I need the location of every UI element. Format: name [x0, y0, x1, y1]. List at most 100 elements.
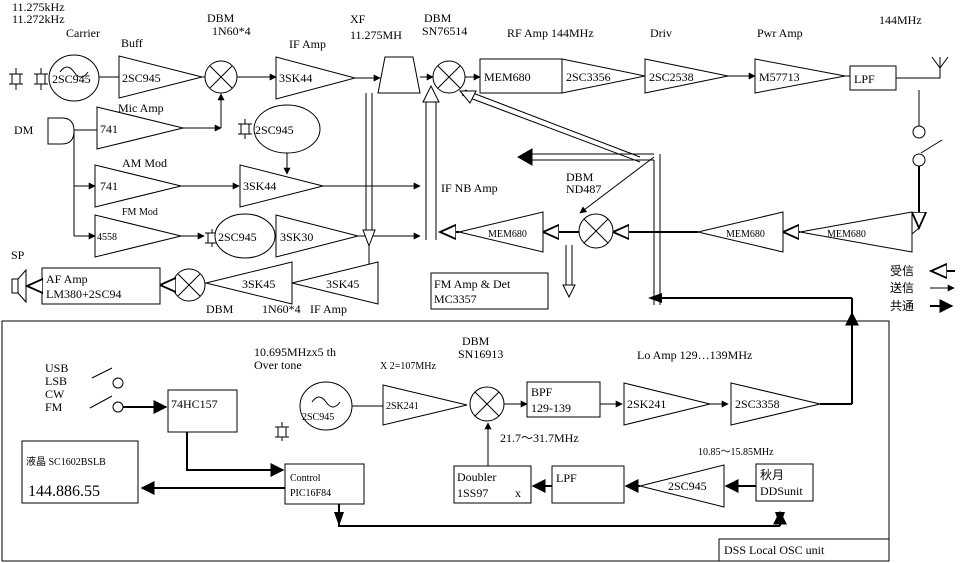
fm-amp-det-line2: MC3357	[434, 292, 477, 306]
legend-rx-label: 受信	[890, 264, 914, 278]
rx-3sk45-b	[291, 261, 379, 305]
antenna-icon	[931, 56, 949, 69]
lo-2sc3358-part: 2SC3358	[735, 397, 780, 411]
fm-3sk30-part: 3SK30	[280, 230, 313, 244]
power-amp-part: M57713	[759, 70, 800, 84]
crystal-icon	[34, 68, 48, 90]
range-1085-label: 10.85〜15.85MHz	[698, 447, 774, 458]
doubler	[453, 465, 532, 504]
af-amp	[41, 267, 161, 305]
lo-2sc3358	[730, 382, 821, 426]
mode-usb: USB	[45, 361, 68, 375]
dbm-sn76514-sub: SN76514	[422, 24, 467, 38]
dss-unit-label: DSS Local OSC unit	[724, 543, 825, 557]
dbm-sn16913-label: DBM	[462, 334, 490, 348]
mode-switch	[89, 367, 124, 413]
fm-osc-part: 2SC945	[218, 230, 257, 244]
dbm-bottom-mixer	[172, 268, 206, 302]
if-amp-top-label: IF Amp	[289, 37, 326, 51]
doubler-line1: Doubler	[457, 470, 496, 484]
xf-label: XF	[350, 12, 366, 26]
freq-label-2: 11.272kHz	[12, 12, 65, 26]
tr-switch	[912, 125, 943, 167]
dds-unit-line1: 秋月	[760, 468, 784, 482]
controller-pic	[284, 463, 365, 505]
dss-unit-label-box	[718, 538, 890, 562]
lpf-dss	[551, 465, 625, 504]
mem680-rx-if-part: MEM680	[488, 229, 527, 240]
am-mod	[239, 164, 324, 208]
xf-sub: 11.275MH	[350, 28, 402, 42]
lpf-out-label: LPF	[854, 72, 875, 86]
doubler-x: x	[515, 486, 521, 500]
dss-unit-frame	[1, 320, 890, 562]
crystal-icon	[238, 119, 252, 139]
dbm-sn16913-sub: SN16913	[458, 347, 503, 361]
speaker-icon	[11, 268, 27, 304]
if-nb-amp-label: IF NB Amp	[441, 181, 498, 195]
rx-3sk45-b-part: 3SK45	[326, 277, 359, 291]
carrier-oscillator	[48, 54, 100, 102]
fm-4558-part: 4558	[97, 232, 117, 243]
dm-label: DM	[14, 123, 34, 137]
range-217-label: 21.7〜31.7MHz	[500, 431, 579, 445]
mem680-rx2-part: MEM680	[827, 229, 866, 240]
dbm-sn76514-mixer	[432, 60, 466, 94]
dbm-sn16913-mixer	[469, 386, 505, 422]
mic-osc-part: 2SC945	[255, 123, 294, 137]
rf-amp-part: 2SC3356	[566, 70, 611, 84]
lpf-dss-label: LPF	[556, 471, 577, 485]
fm-4558	[94, 214, 182, 258]
rf-amp	[561, 58, 646, 94]
dbm-top-sub: 1N60*4	[212, 24, 251, 38]
microphone-icon	[47, 117, 75, 145]
legend-tx-label: 送信	[890, 280, 914, 295]
driver-amp-part: 2SC2538	[649, 70, 694, 84]
crystal-icon	[9, 68, 23, 90]
driv-label: Driv	[650, 26, 672, 40]
dbm-sn76514-label: DBM	[424, 11, 452, 25]
lcd-title: 液晶 SC1602BSLB	[26, 455, 106, 468]
lo-amp-label: Lo Amp 129…139MHz	[637, 348, 752, 362]
rx-3sk45-a-part: 3SK45	[242, 277, 275, 291]
carrier-osc-part: 2SC945	[52, 72, 91, 86]
lcd-frequency: 144.886.55	[28, 483, 100, 500]
if-amp-top-part: 3SK44	[279, 71, 312, 85]
dds-unit-line2: DDSunit	[760, 484, 803, 498]
af-amp-line1: AF Amp	[46, 272, 88, 286]
osc-label-1: 10.695MHzx5 th	[254, 345, 336, 359]
band-label: 144MHz	[879, 13, 922, 27]
dss-2sc945-part: 2SC945	[668, 479, 707, 493]
sine-wave-icon	[59, 66, 89, 78]
am-mod-part: 3SK44	[243, 179, 276, 193]
bpf-dss-line1: BPF	[531, 385, 553, 399]
doubler-line2: 1SS97	[457, 486, 488, 500]
osc-2sk241-part: 2SK241	[386, 401, 419, 412]
mem680-rx1	[697, 211, 784, 253]
mux-74hc157-label: 74HC157	[171, 397, 218, 411]
mic-amp	[96, 106, 184, 150]
if-amp-bottom-label: IF Amp	[310, 302, 347, 316]
lcd-display	[21, 440, 139, 504]
dbm-top-label: DBM	[207, 11, 235, 25]
mic-amp-part: 741	[100, 122, 118, 136]
speaker-label: SP	[11, 248, 25, 262]
fm-oscillator	[214, 213, 276, 259]
crystal-icon	[275, 422, 289, 441]
dbm-nd487-label: DBM	[566, 170, 594, 184]
mode-cw: CW	[45, 387, 65, 401]
fm-3sk30	[275, 214, 359, 258]
rx-3sk45-a	[205, 261, 293, 305]
mem680-tx	[479, 58, 563, 94]
osc-2sk241	[382, 384, 468, 426]
dbm-top-mixer	[204, 60, 238, 94]
x2-label: X 2=107MHz	[380, 361, 436, 372]
am-mod-label: AM Mod	[122, 156, 167, 170]
dbm-bottom-label: DBM	[206, 302, 234, 316]
driver-amp	[644, 58, 729, 94]
dds-unit	[755, 463, 814, 502]
bpf-dss	[526, 381, 601, 418]
am-741	[94, 164, 182, 208]
dbm-nd487-mixer	[578, 213, 614, 249]
